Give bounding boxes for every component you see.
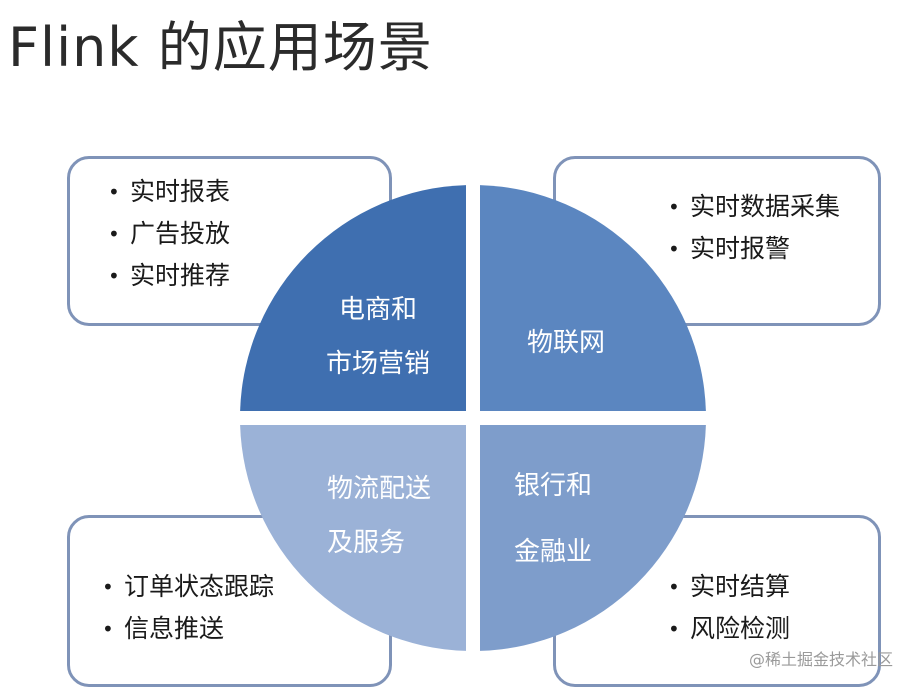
quadrant-label-line: 市场营销 xyxy=(325,349,430,379)
quadrant-label-finance: 银行和 金融业 xyxy=(514,453,592,585)
list-item: 实时推荐 xyxy=(104,255,230,297)
quadrant-label-line: 物联网 xyxy=(527,328,606,358)
list-item: 实时数据采集 xyxy=(664,186,840,228)
quadrant-iot xyxy=(480,185,706,411)
list-item: 广告投放 xyxy=(104,213,230,255)
quadrant-label-line: 银行和 xyxy=(514,471,593,501)
watermark: @稀土掘金技术社区 xyxy=(748,650,893,669)
quadrant-logistics xyxy=(240,425,466,651)
quadrant-label-iot: 物联网 xyxy=(527,316,605,370)
list-item: 实时报警 xyxy=(664,228,840,270)
page-title: Flink 的应用场景 xyxy=(8,16,433,79)
quadrant-finance xyxy=(480,425,706,651)
list-item: 信息推送 xyxy=(98,608,274,650)
list-item: 实时报表 xyxy=(104,171,230,213)
quadrant-label-line: 及服务 xyxy=(327,528,406,558)
quadrant-label-line: 电商和 xyxy=(338,295,417,325)
list-item: 风险检测 xyxy=(664,608,790,650)
bullet-list: 实时结算 风险检测 xyxy=(664,566,790,650)
quadrant-label-logistics: 物流配送 及服务 xyxy=(327,462,431,570)
bullet-list: 实时数据采集 实时报警 xyxy=(664,186,840,270)
quadrant-label-ecommerce: 电商和 市场营销 xyxy=(318,283,438,391)
bullet-list: 订单状态跟踪 信息推送 xyxy=(98,566,274,650)
list-item: 实时结算 xyxy=(664,566,790,608)
quadrant-label-line: 物流配送 xyxy=(327,474,432,504)
quadrant-label-line: 金融业 xyxy=(514,537,593,567)
list-item: 订单状态跟踪 xyxy=(98,566,274,608)
quadrant-ecommerce xyxy=(240,185,466,411)
bullet-list: 实时报表 广告投放 实时推荐 xyxy=(104,171,230,297)
